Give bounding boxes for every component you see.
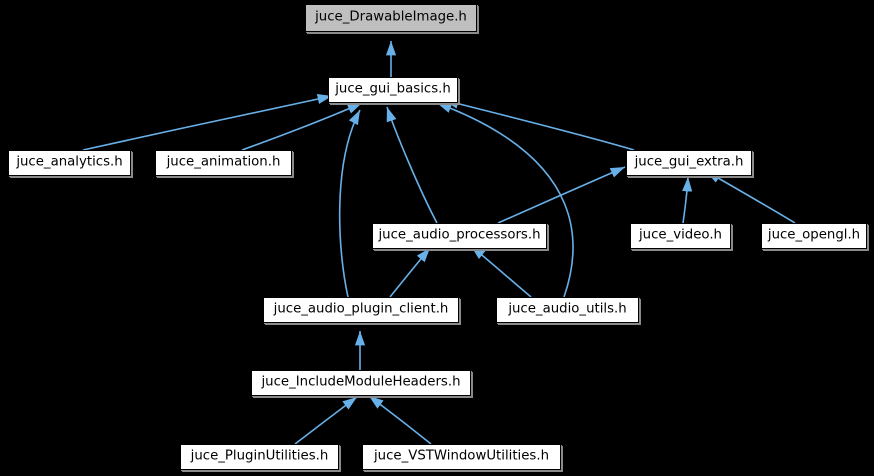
graph-node-audio_processors[interactable]: juce_audio_processors.h (372, 223, 547, 249)
graph-edge-animation-to-gui_basics (241, 102, 363, 151)
graph-edge-audio_utils-to-audio_processors (470, 245, 532, 298)
graph-node-include_module_headers[interactable]: juce_IncludeModuleHeaders.h (251, 370, 471, 396)
graph-edge-analytics-to-gui_basics (82, 93, 333, 151)
graph-node-vst_window_utilities[interactable]: juce_VSTWindowUtilities.h (362, 444, 561, 470)
graph-node-animation[interactable]: juce_animation.h (155, 150, 292, 176)
graph-node-label: juce_audio_plugin_client.h (273, 301, 449, 317)
graph-node-label: juce_gui_basics.h (335, 81, 451, 97)
graph-edge-vst_window_utilities-to-include_module_headers (368, 395, 432, 445)
graph-node-analytics[interactable]: juce_analytics.h (8, 150, 131, 176)
graph-edge-plugin_utilities-to-include_module_headers (294, 396, 358, 445)
graph-edge-audio_utils-to-gui_basics (436, 102, 574, 298)
graph-node-label: juce_PluginUtilities.h (190, 448, 329, 464)
graph-node-plugin_utilities[interactable]: juce_PluginUtilities.h (180, 444, 339, 470)
graph-node-label: juce_IncludeModuleHeaders.h (261, 374, 461, 390)
graph-node-label: juce_audio_processors.h (378, 227, 541, 243)
graph-edge-audio_processors-to-gui_basics (386, 106, 438, 224)
graph-node-video[interactable]: juce_video.h (630, 223, 731, 249)
graph-edge-gui_extra-to-gui_basics (443, 98, 635, 151)
graph-edge-video-to-gui_extra (682, 176, 693, 224)
graph-edge-audio_plugin_client-to-gui_basics (338, 109, 361, 298)
graph-edge-opengl-to-gui_extra (705, 170, 796, 224)
graph-node-label: juce_animation.h (166, 154, 281, 170)
graph-node-audio_plugin_client[interactable]: juce_audio_plugin_client.h (263, 297, 459, 323)
graph-node-label: juce_DrawableImage.h (315, 9, 467, 25)
graph-node-label: juce_VSTWindowUtilities.h (373, 448, 550, 464)
graph-edge-audio_processors-to-gui_extra (497, 166, 626, 224)
graph-node-gui_extra[interactable]: juce_gui_extra.h (626, 150, 752, 176)
graph-node-label: juce_video.h (638, 227, 722, 243)
graph-edge-audio_plugin_client-to-audio_processors (389, 247, 431, 298)
graph-node-gui_basics[interactable]: juce_gui_basics.h (328, 77, 458, 103)
graph-node-label: juce_audio_utils.h (508, 301, 627, 317)
graph-node-audio_utils[interactable]: juce_audio_utils.h (496, 297, 639, 323)
graph-node-label: juce_analytics.h (16, 154, 123, 170)
graph-node-label: juce_gui_extra.h (634, 154, 744, 170)
graph-node-drawable_image[interactable]: juce_DrawableImage.h (305, 4, 477, 32)
graph-node-opengl[interactable]: juce_opengl.h (761, 223, 867, 249)
graph-node-label: juce_opengl.h (767, 227, 861, 243)
